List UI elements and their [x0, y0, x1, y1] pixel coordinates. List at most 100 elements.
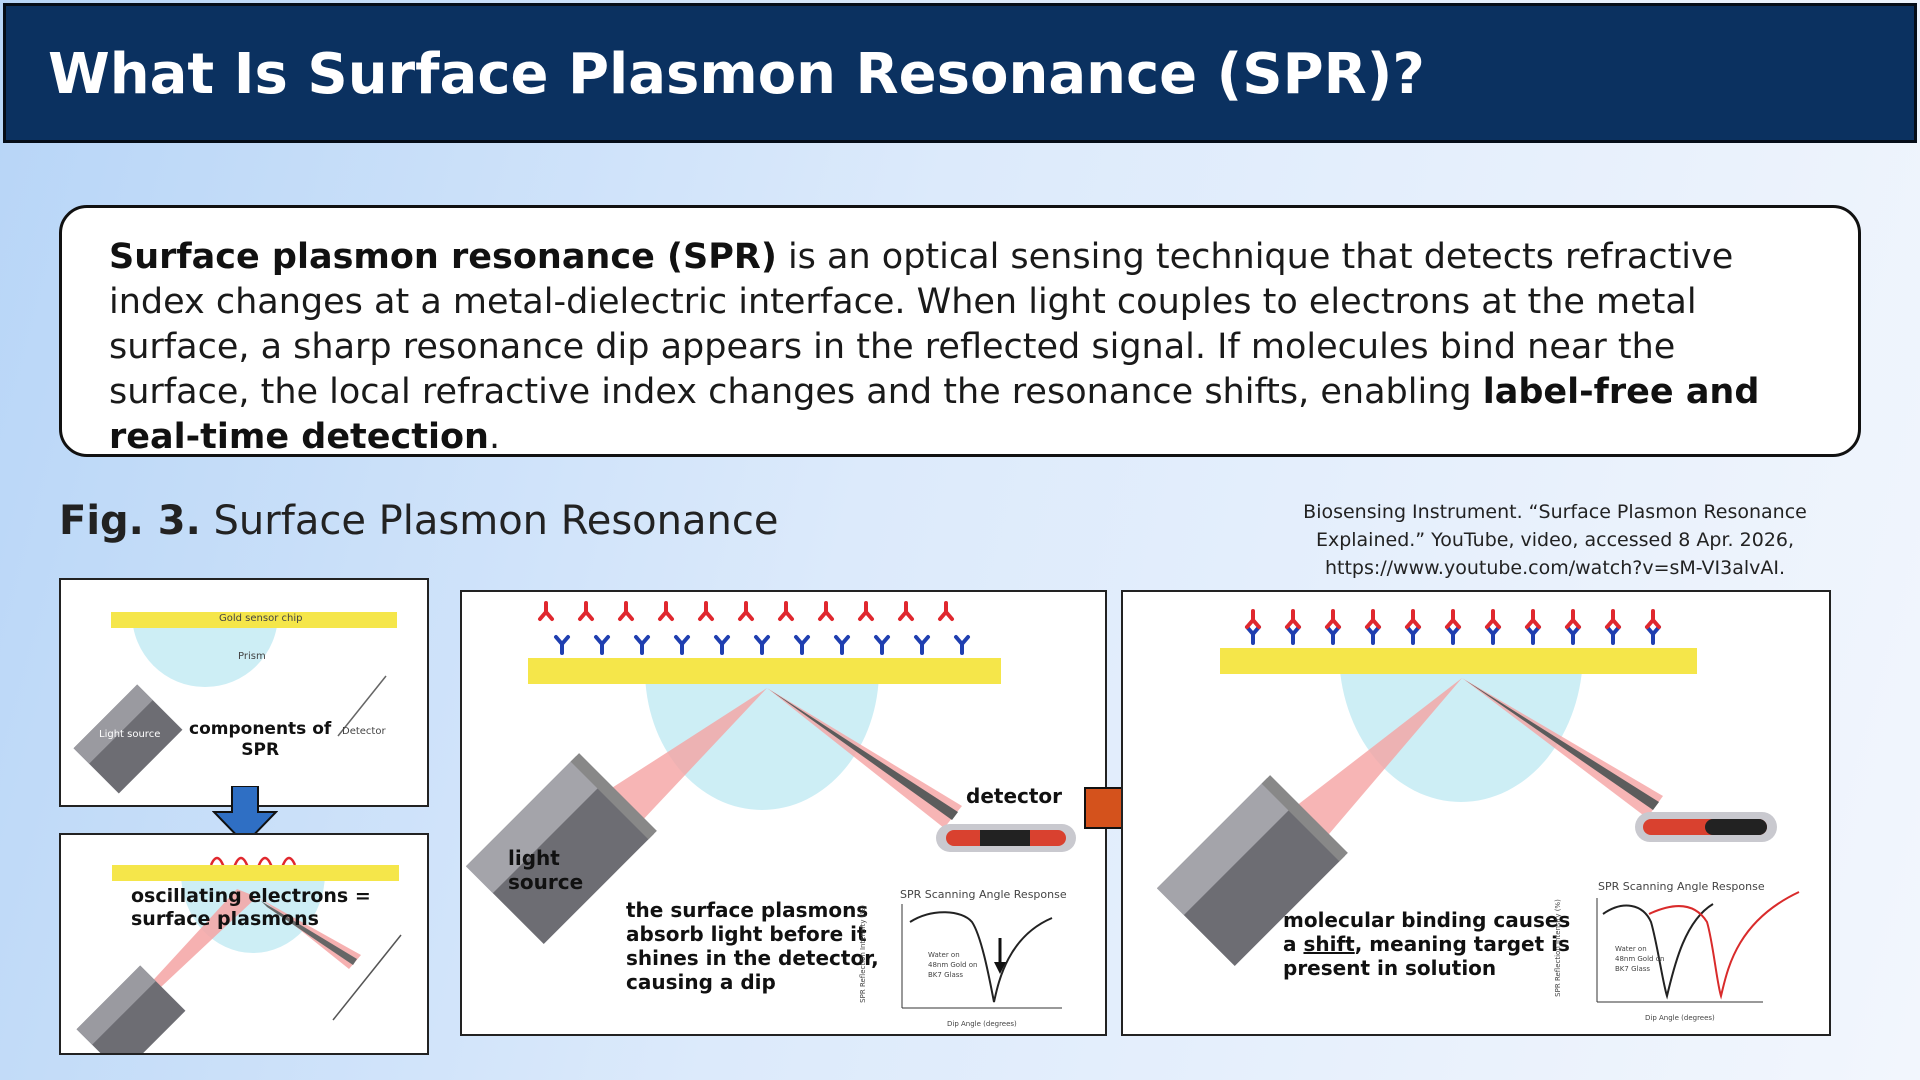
- page-title: What Is Surface Plasmon Resonance (SPR)?: [48, 42, 1425, 107]
- shifted-curve: [1648, 891, 1800, 1000]
- panel-dip: detector light source the surface plasmo…: [460, 590, 1107, 1036]
- caption-line: present in solution: [1283, 956, 1497, 980]
- citation-line: Biosensing Instrument. “Surface Plasmon …: [1303, 501, 1807, 523]
- down-arrow-icon: [212, 786, 278, 846]
- antigen-icon: [1365, 609, 1381, 629]
- graph-title: SPR Scanning Angle Response: [900, 888, 1067, 901]
- graph-xlabel: Dip Angle (degrees): [947, 1020, 1017, 1028]
- antibody-icon: [954, 635, 970, 655]
- intro-emphasis: label-free and real-time detection: [109, 372, 1760, 457]
- dip-caption: the surface plasmons absorb light before…: [626, 898, 879, 994]
- antigen-icon: [698, 601, 714, 621]
- prism-label: Prism: [238, 651, 266, 662]
- antibody-icon: [714, 635, 730, 655]
- graph-note: Water on 48nm Gold on BK7 Glass: [1615, 944, 1664, 974]
- gold-layer: [1220, 648, 1697, 674]
- antigen-icon: [1525, 609, 1541, 629]
- graph-ylabel: SPR Reflection Intensity (%): [1553, 899, 1562, 997]
- antigen-icon: [658, 601, 674, 621]
- graph-xlabel: Dip Angle (degrees): [1645, 1014, 1715, 1022]
- antigen-icon: [1245, 609, 1261, 629]
- note-line: Water on: [928, 951, 960, 959]
- graph-ylabel: SPR Reflection Intensity (%): [858, 905, 867, 1003]
- light-source-label: light source: [508, 846, 583, 894]
- title-bar: What Is Surface Plasmon Resonance (SPR)?: [3, 3, 1917, 143]
- intro-text: is an optical sensing technique that det…: [109, 237, 1734, 412]
- antigen-icon: [778, 601, 794, 621]
- note-line: BK7 Glass: [1615, 965, 1651, 973]
- shift-word: shift: [1303, 932, 1355, 956]
- components-caption: components of SPR: [189, 719, 331, 761]
- caption-line: molecular binding causes: [1283, 908, 1571, 932]
- shift-graph: [1596, 891, 1800, 1003]
- detector-line: [337, 675, 387, 737]
- antigen-icon: [938, 601, 954, 621]
- oscillating-illustration: [61, 835, 427, 1053]
- antibody-icon: [754, 635, 770, 655]
- caption-line: oscillating electrons =: [131, 885, 371, 907]
- note-line: BK7 Glass: [928, 971, 964, 979]
- gold-layer: [112, 865, 399, 881]
- antigen-icon: [578, 601, 594, 621]
- gold-chip-label: Gold sensor chip: [219, 613, 303, 624]
- dip-illustration: [462, 592, 1105, 1009]
- panel-oscillating: oscillating electrons = surface plasmons: [59, 833, 429, 1055]
- caption-line: components of: [189, 719, 332, 739]
- note-line: Water on: [1615, 945, 1647, 953]
- shift-illustration: [1123, 592, 1829, 1003]
- panel-components: Gold sensor chip Prism Light source Dete…: [59, 578, 429, 807]
- antigen-icon: [1645, 609, 1661, 629]
- caption-line: source: [508, 870, 584, 894]
- intro-box: Surface plasmon resonance (SPR) is an op…: [59, 205, 1861, 457]
- detector-label: Detector: [342, 726, 386, 737]
- antibody-row: [554, 635, 970, 655]
- dip-graph: [901, 904, 1062, 1009]
- antigen-icon: [1485, 609, 1501, 629]
- antigen-icon: [1445, 609, 1461, 629]
- antigen-icon: [1565, 609, 1581, 629]
- antigen-icon: [1605, 609, 1621, 629]
- antibody-icon: [794, 635, 810, 655]
- components-illustration: [61, 580, 427, 794]
- dip-curve: [909, 911, 1053, 1003]
- caption-line: shines in the detector,: [626, 946, 879, 970]
- intro-term: Surface plasmon resonance (SPR): [109, 237, 777, 277]
- caption-line: SPR: [241, 740, 280, 760]
- citation-line: Explained.” YouTube, video, accessed 8 A…: [1315, 529, 1795, 551]
- antigen-icon: [818, 601, 834, 621]
- antigen-icon: [858, 601, 874, 621]
- light-source-icon: [1156, 775, 1348, 967]
- note-line: 48nm Gold on: [928, 961, 978, 969]
- note-line: 48nm Gold on: [1615, 955, 1665, 963]
- antigen-icon: [1405, 609, 1421, 629]
- panel-shift: molecular binding causes a shift, meanin…: [1121, 590, 1831, 1036]
- light-source-label: Light source: [99, 729, 161, 740]
- antibody-icon: [594, 635, 610, 655]
- antigen-icon: [1325, 609, 1341, 629]
- antigen-icon: [898, 601, 914, 621]
- bound-antibody-row: [1245, 609, 1661, 645]
- caption-part: , meaning target is: [1354, 932, 1570, 956]
- figure-caption: Fig. 3. Surface Plasmon Resonance: [59, 498, 778, 544]
- antibody-icon: [554, 635, 570, 655]
- antigen-icon: [1285, 609, 1301, 629]
- caption-line: surface plasmons: [131, 908, 319, 930]
- citation: Biosensing Instrument. “Surface Plasmon …: [1270, 498, 1840, 582]
- caption-line: causing a dip: [626, 970, 776, 994]
- reference-curve: [1602, 903, 1714, 1000]
- oscillating-caption: oscillating electrons = surface plasmons: [131, 885, 371, 931]
- citation-line: https://www.youtube.com/watch?v=sM-VI3al…: [1324, 557, 1786, 579]
- gold-sensor-chip: [111, 612, 397, 628]
- antigen-icon: [738, 601, 754, 621]
- shift-caption: molecular binding causes a shift, meanin…: [1283, 908, 1570, 980]
- antibody-icon: [834, 635, 850, 655]
- antigen-icon: [618, 601, 634, 621]
- gold-layer: [528, 658, 1001, 684]
- caption-line: light: [508, 846, 560, 870]
- caption-line: absorb light before it: [626, 922, 867, 946]
- figure-title: Surface Plasmon Resonance: [200, 498, 779, 544]
- graph-title: SPR Scanning Angle Response: [1598, 880, 1765, 893]
- figure-label: Fig. 3.: [59, 498, 201, 544]
- graph-note: Water on 48nm Gold on BK7 Glass: [928, 950, 977, 980]
- caption-part: a: [1283, 932, 1304, 956]
